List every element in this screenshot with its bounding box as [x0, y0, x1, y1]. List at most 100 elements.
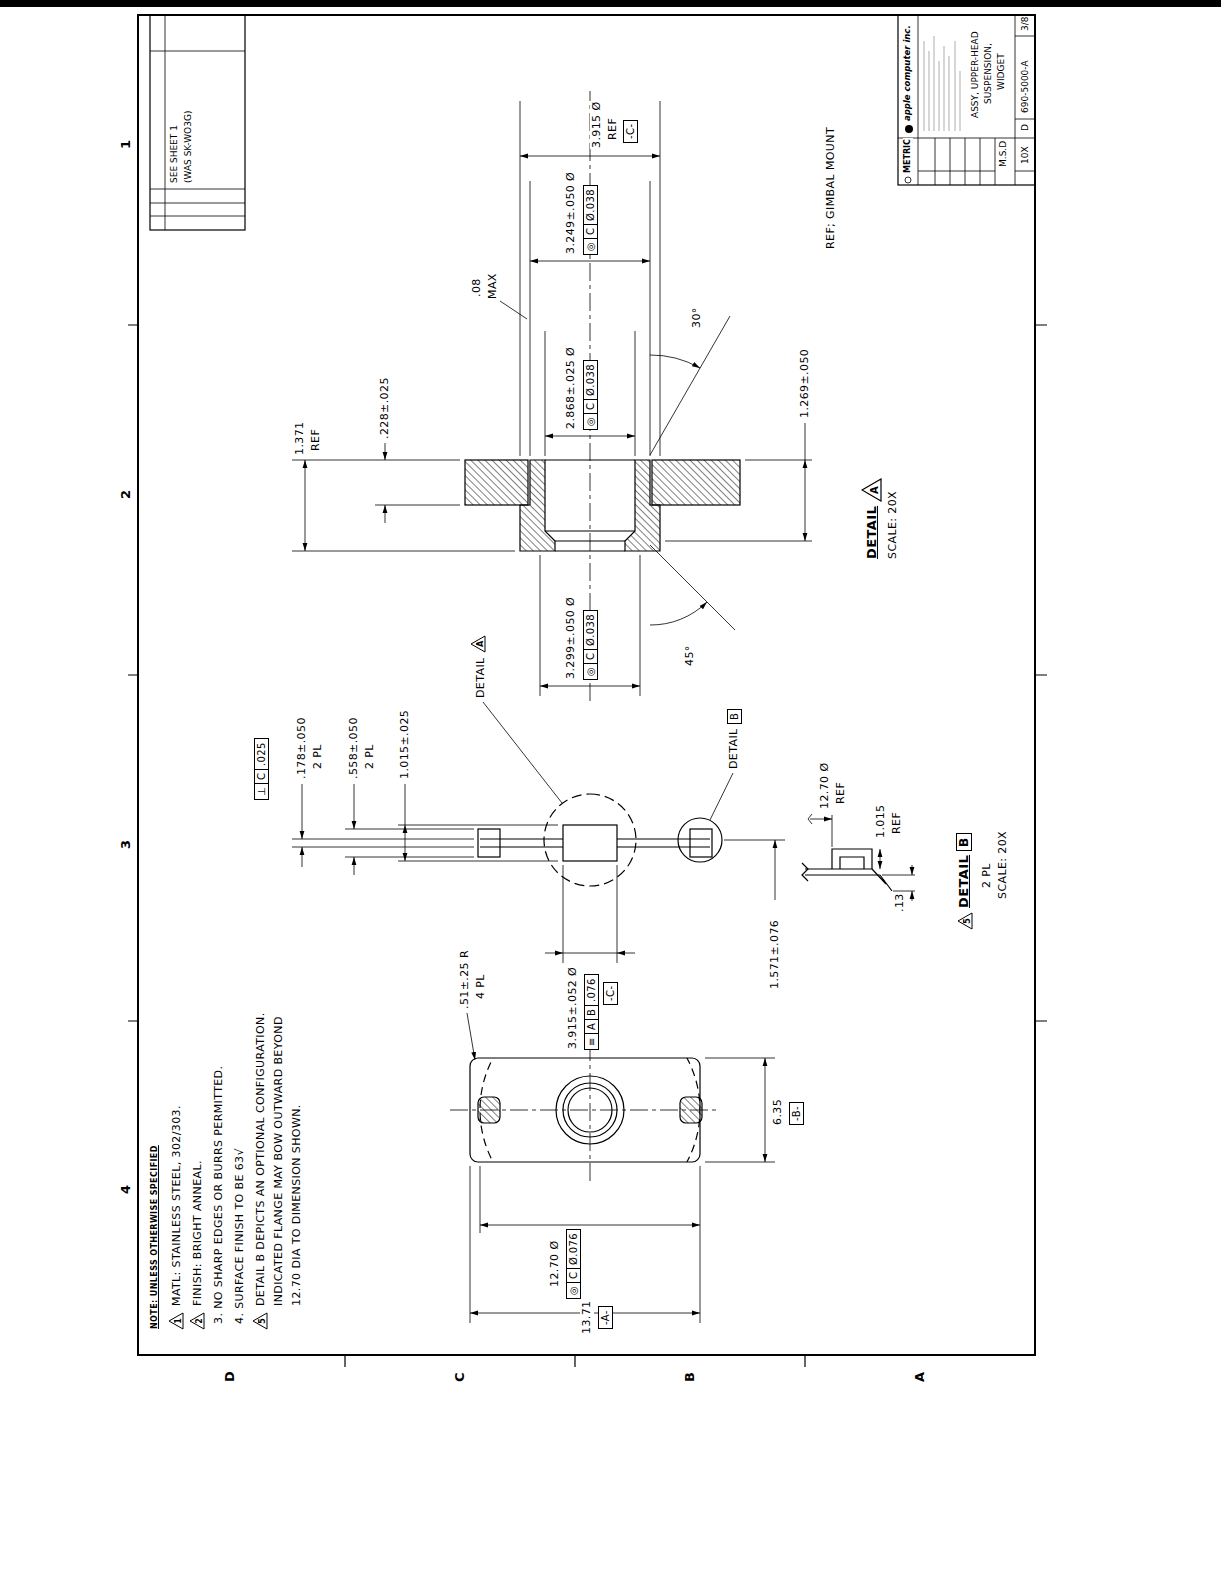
drawing-art-part [0, 0, 1221, 1367]
tolerance-frame-cell: .025 [254, 738, 269, 770]
drawing-text: REF [890, 811, 904, 835]
side-view-part [545, 953, 563, 954]
drawing-text: DETAIL [474, 656, 488, 699]
tolerance-frame-cell: Ø.038 [583, 185, 598, 225]
title-block-part [905, 177, 911, 183]
datum-label: B [727, 709, 742, 724]
plan-view-part [705, 1058, 775, 1162]
zone-marker: 1 [118, 139, 133, 150]
detail-b-view-part [805, 869, 880, 875]
drawing-text: 3.249±.050 Ø [564, 171, 578, 255]
detail-a-view-part [652, 460, 740, 505]
zone-marker: C [452, 1371, 467, 1383]
detail-a-view-part [520, 156, 660, 157]
drawing-text: 4. SURFACE FINISH TO BE 63√ [233, 1147, 247, 1325]
detail-a-view-part [465, 460, 528, 505]
title-block-part [905, 125, 913, 133]
tolerance-frame-cell: Ø.076 [566, 1229, 581, 1269]
drawing-text: 12.70 Ø [818, 762, 832, 810]
detail-flag: A [861, 478, 882, 502]
title-block-text: WIDGET [996, 52, 1007, 91]
drawing-text: .51±.25 R [458, 949, 472, 1010]
datum-label: -B- [789, 1102, 804, 1125]
side-view [292, 702, 785, 963]
plan-view-part [480, 1225, 700, 1226]
side-view-part [544, 794, 636, 886]
detail-a-view-part [385, 443, 386, 460]
plan-view [450, 1000, 775, 1323]
tolerance-frame-cell: Ø.038 [583, 360, 598, 400]
drawing-text: 2 PL [363, 743, 377, 770]
drawing-text: 45° [683, 644, 697, 667]
detail-b-view-part [808, 814, 812, 824]
tolerance-frame-cell: C [583, 224, 598, 239]
side-view-part [563, 953, 617, 954]
title-block-text: ASSY, UPPER-HEAD [970, 30, 981, 119]
title-block-text: SUSPENSION, [983, 42, 994, 105]
detail-a-view-part [805, 460, 806, 541]
drawing-frame [0, 0, 1221, 1367]
detail-a-view-part [500, 301, 527, 319]
note-heading: NOTE: UNLESS OTHERWISE SPECIFIED [150, 1144, 160, 1330]
drawing-text: DETAIL B DEPICTS AN OPTIONAL CONFIGURATI… [254, 1011, 268, 1307]
title-block-text: 3/8 [1020, 16, 1031, 32]
tolerance-frame-cell: ◎ [583, 663, 598, 680]
drawing-text: MAX [486, 272, 500, 300]
detail-b-view-part [872, 869, 892, 891]
drawing-text: 1.371 [293, 421, 307, 457]
drawing-text: 2 PL [311, 743, 325, 770]
title-block-text: METRIC [903, 138, 913, 174]
zone-marker: 4 [118, 1184, 133, 1195]
tolerance-frame-cell: ◎ [583, 238, 598, 255]
detail-a-view-part [545, 436, 635, 437]
detail-a-view-part [385, 505, 386, 523]
drawing-text: REF [834, 781, 848, 805]
drawing-text: .228±.025 [378, 376, 392, 440]
drawing-text: 1.015±.025 [398, 709, 412, 780]
side-view-part [405, 825, 406, 861]
drawing-text: FINISH: BRIGHT ANNEAL. [191, 1159, 205, 1307]
drawing-text: 4 PL [474, 973, 488, 1000]
plan-view-part [765, 1058, 766, 1162]
tolerance-frame-cell: Ø.038 [583, 610, 598, 650]
side-view-part [405, 784, 406, 825]
detail-b-view-part [880, 849, 881, 869]
detail-a-view-part [530, 261, 650, 262]
detail-a-view-part [625, 460, 660, 551]
tolerance-frame-cell: C [254, 769, 269, 784]
drawing-text: MATL: STAINLESS STEEL, 302/303. [170, 1104, 184, 1307]
drawing-text: 3.915 Ø [590, 101, 604, 149]
detail-b-view-part [832, 815, 833, 847]
detail-a-view-part [650, 355, 700, 368]
title-block-text: 690-5000-A [1020, 59, 1031, 114]
detail-a-view-part [650, 602, 707, 625]
tolerance-frame-cell: C [566, 1268, 581, 1283]
detail-a-view-part [540, 686, 640, 687]
side-view-part [302, 784, 303, 839]
side-view-part [478, 829, 500, 857]
side-view-part [690, 829, 712, 857]
drawing-text: REF; GIMBAL MOUNT [824, 126, 838, 250]
detail-b-view-part [882, 875, 915, 891]
detail-title: DETAIL [956, 854, 972, 909]
tolerance-frame-cell: ≡ [584, 1033, 599, 1050]
side-view-part [354, 857, 355, 875]
drawing-text: .558±.050 [347, 716, 361, 780]
datum-label: -A- [598, 1306, 613, 1329]
company-name: apple computer inc. [902, 24, 913, 122]
revision-block-part [150, 15, 245, 230]
drawing-text: .13 [893, 892, 907, 913]
detail-a-view-part [520, 460, 555, 551]
plan-view-part [590, 1036, 591, 1181]
side-view-part [678, 818, 722, 862]
tolerance-frame-cell: .076 [584, 974, 599, 1006]
tolerance-frame-cell: B [584, 1005, 599, 1020]
drawing-text: 1.269±.050 [798, 348, 812, 419]
detail-a-view-part [650, 316, 730, 455]
drawing-text: INDICATED FLANGE MAY BOW OUTWARD BEYOND [272, 1015, 286, 1307]
detail-a-view-part [805, 423, 806, 460]
detail-a-view-part [292, 101, 812, 696]
title-block-part [898, 15, 1035, 185]
side-view-part [563, 825, 617, 861]
